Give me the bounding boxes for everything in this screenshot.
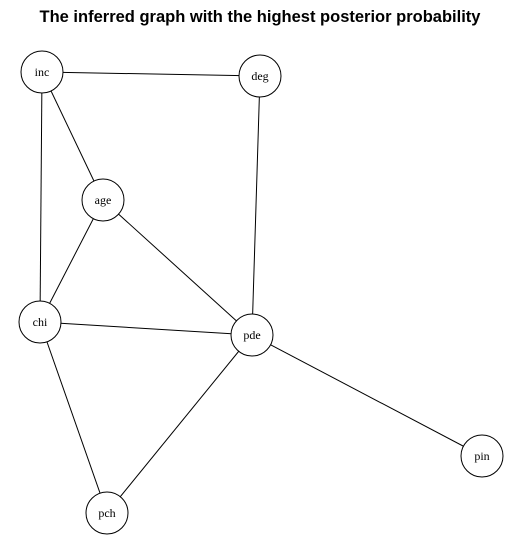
node-deg: deg xyxy=(238,54,282,98)
node-label-pde: pde xyxy=(243,328,260,342)
node-label-pin: pin xyxy=(474,449,489,463)
node-circle-pch xyxy=(85,491,129,535)
node-age: age xyxy=(81,178,125,222)
edge-deg-pde xyxy=(251,75,261,336)
node-chi: chi xyxy=(18,300,62,344)
node-label-inc: inc xyxy=(35,65,50,79)
edge-pde-pin xyxy=(251,334,483,457)
node-label-pch: pch xyxy=(98,506,115,520)
node-circle-deg xyxy=(238,54,282,98)
edge-inc-age xyxy=(41,71,104,201)
nodes-layer: inc deg age chi pde pin pch xyxy=(18,50,504,535)
edge-inc-deg xyxy=(41,71,261,77)
node-pde: pde xyxy=(230,313,274,357)
node-circle-chi xyxy=(18,300,62,344)
edge-pde-pch xyxy=(106,334,253,514)
edge-age-chi xyxy=(39,199,104,323)
node-circle-inc xyxy=(20,50,64,94)
node-inc: inc xyxy=(20,50,64,94)
edge-chi-pde xyxy=(39,321,253,336)
node-pin: pin xyxy=(460,434,504,478)
edges-layer xyxy=(39,71,483,514)
node-circle-age xyxy=(81,178,125,222)
node-circle-pde xyxy=(230,313,274,357)
edge-inc-chi xyxy=(39,71,43,323)
node-pch: pch xyxy=(85,491,129,535)
node-label-chi: chi xyxy=(33,315,48,329)
node-circle-pin xyxy=(460,434,504,478)
edge-age-pde xyxy=(102,199,253,336)
diagram-title: The inferred graph with the highest post… xyxy=(39,8,481,26)
edge-chi-pch xyxy=(39,321,108,514)
node-label-deg: deg xyxy=(251,69,268,83)
node-label-age: age xyxy=(95,193,112,207)
